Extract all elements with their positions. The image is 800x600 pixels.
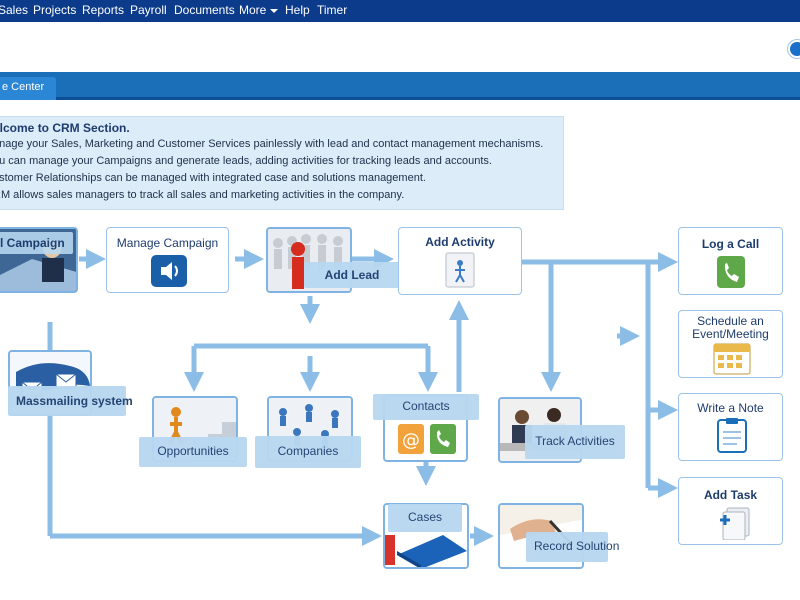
manage-campaign-node[interactable]: Manage Campaign: [106, 227, 229, 293]
header-area: [0, 22, 800, 72]
clipboard-icon: [717, 418, 747, 453]
speaker-icon: [151, 255, 187, 287]
welcome-title: elcome to CRM Section.: [0, 121, 130, 135]
nav-projects[interactable]: Projects: [33, 3, 77, 17]
write-note-label: Write a Note: [697, 401, 764, 415]
add-task-label: Add Task: [703, 488, 758, 502]
tab-crm-center[interactable]: e Center: [0, 77, 57, 100]
info-icon[interactable]: [788, 40, 800, 58]
chevron-down-icon: [270, 8, 279, 13]
schedule-label-line2: Event/Meeting: [692, 327, 769, 341]
tab-bar: e Center: [0, 72, 800, 100]
top-nav: Sales Projects Reports Payroll Documents…: [0, 0, 800, 22]
schedule-label-line1: Schedule an: [697, 314, 764, 328]
welcome-panel: elcome to CRM Section. anage your Sales,…: [0, 116, 564, 210]
write-note-node[interactable]: Write a Note: [678, 393, 783, 461]
contacts-label: Contacts: [373, 394, 479, 420]
nav-help[interactable]: Help: [285, 3, 310, 17]
nav-sales[interactable]: Sales: [0, 3, 29, 17]
massmailing-label: Massmailing system: [8, 386, 133, 416]
add-document-icon: [720, 507, 750, 540]
schedule-event-node[interactable]: Schedule an Event/Meeting: [678, 310, 783, 378]
welcome-line: anage your Sales, Marketing and Customer…: [0, 138, 544, 150]
companies-label: Companies: [255, 436, 361, 468]
nav-documents[interactable]: Documents: [174, 3, 235, 17]
add-activity-node[interactable]: Add Activity: [398, 227, 522, 295]
phone-icon: [717, 256, 745, 288]
welcome-line: ou can manage your Campaigns and generat…: [0, 155, 492, 167]
nav-reports[interactable]: Reports: [82, 3, 125, 17]
manage-campaign-label: Manage Campaign: [116, 236, 219, 250]
nav-payroll[interactable]: Payroll: [130, 3, 167, 17]
log-call-node[interactable]: Log a Call: [678, 227, 783, 295]
cases-label: Cases: [388, 504, 462, 532]
add-lead-label: Add Lead: [304, 262, 400, 288]
document-person-icon: [445, 252, 475, 288]
record-solution-label: Record Solution: [526, 532, 619, 562]
add-task-node[interactable]: Add Task: [678, 477, 783, 545]
add-activity-label: Add Activity: [425, 235, 495, 249]
opportunities-label: Opportunities: [139, 437, 247, 467]
track-activities-label: Track Activities: [525, 425, 625, 459]
welcome-line: RM allows sales managers to track all sa…: [0, 189, 405, 201]
campaign-label: l Campaign: [0, 232, 73, 254]
welcome-line: ustomer Relationships can be managed wit…: [0, 172, 426, 184]
nav-more-label: More: [239, 3, 267, 17]
nav-timer[interactable]: Timer: [317, 3, 348, 17]
calendar-icon: [713, 343, 751, 375]
svg-text:@: @: [402, 430, 420, 451]
log-call-label: Log a Call: [701, 237, 760, 251]
email-phone-icon: @: [398, 424, 456, 454]
nav-more[interactable]: More: [239, 3, 279, 17]
